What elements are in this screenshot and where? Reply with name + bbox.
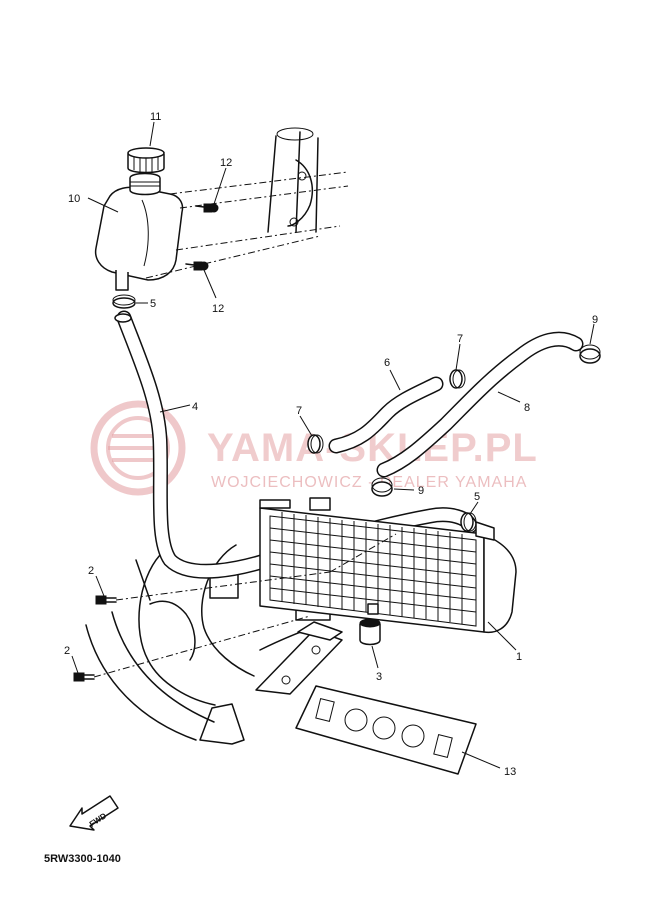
part-11-tank-cap[interactable] <box>127 147 165 174</box>
part-13-guard-plate[interactable] <box>295 685 477 775</box>
radiator-bracket[interactable] <box>255 621 343 695</box>
callout-2-upper: 2 <box>88 565 94 577</box>
callout-5-lower: 5 <box>474 491 480 503</box>
part-7-clamp-b[interactable] <box>307 434 324 454</box>
callout-9-lower: 9 <box>418 485 424 497</box>
callout-1: 1 <box>516 651 522 663</box>
mount-lines-tank <box>145 171 349 279</box>
part-10-reservoir-tank[interactable] <box>94 172 184 291</box>
part-12-bolt-upper[interactable] <box>195 203 219 213</box>
leader-lines <box>71 121 595 769</box>
part-12-bolt-lower[interactable] <box>185 261 209 271</box>
part-2-bolt-upper[interactable] <box>95 595 117 605</box>
part-5-hose-clamp-upper[interactable] <box>112 294 136 309</box>
part-8-upper-hose[interactable] <box>376 331 584 478</box>
callout-11: 11 <box>150 111 161 123</box>
part-3-rubber-damper[interactable] <box>359 618 381 646</box>
part-2-bolt-lower[interactable] <box>73 672 95 682</box>
callout-5-upper: 5 <box>150 298 156 310</box>
mount-lines-radiator <box>93 533 397 678</box>
callout-7-upper: 7 <box>457 333 463 345</box>
part-4-long-hose[interactable] <box>114 310 478 579</box>
part-5-hose-clamp-lower[interactable] <box>460 512 477 532</box>
callout-10: 10 <box>68 193 80 205</box>
part-9-clamp-b[interactable] <box>371 477 393 497</box>
part-6-short-hose[interactable] <box>328 376 444 454</box>
part-1-radiator[interactable] <box>259 497 517 634</box>
diagram-code: 5RW3300-1040 <box>44 853 121 865</box>
watermark-subtitle: WOJCIECHOWICZ - DEALER YAMAHA <box>211 474 527 491</box>
callout-9-upper: 9 <box>592 314 598 326</box>
callout-2-lower: 2 <box>64 645 70 657</box>
callout-4: 4 <box>192 401 198 413</box>
callout-13: 13 <box>504 766 516 778</box>
watermark-logo-icon <box>90 400 186 496</box>
part-9-clamp-a[interactable] <box>579 344 601 364</box>
callout-7-lower: 7 <box>296 405 302 417</box>
part-7-clamp-a[interactable] <box>449 369 466 389</box>
callout-8: 8 <box>524 402 530 414</box>
callout-3: 3 <box>376 671 382 683</box>
callout-12-upper: 12 <box>220 157 232 169</box>
callout-numbers: 11 10 12 5 12 4 6 7 7 8 9 9 5 2 2 3 1 13 <box>64 111 598 778</box>
callout-12-lower: 12 <box>212 303 224 315</box>
callout-6: 6 <box>384 357 390 369</box>
watermark: YAMA-SKLEP.PL WOJCIECHOWICZ - DEALER YAM… <box>90 400 537 496</box>
frame-structure <box>85 127 331 745</box>
fwd-arrow-icon: FWD <box>69 795 119 831</box>
